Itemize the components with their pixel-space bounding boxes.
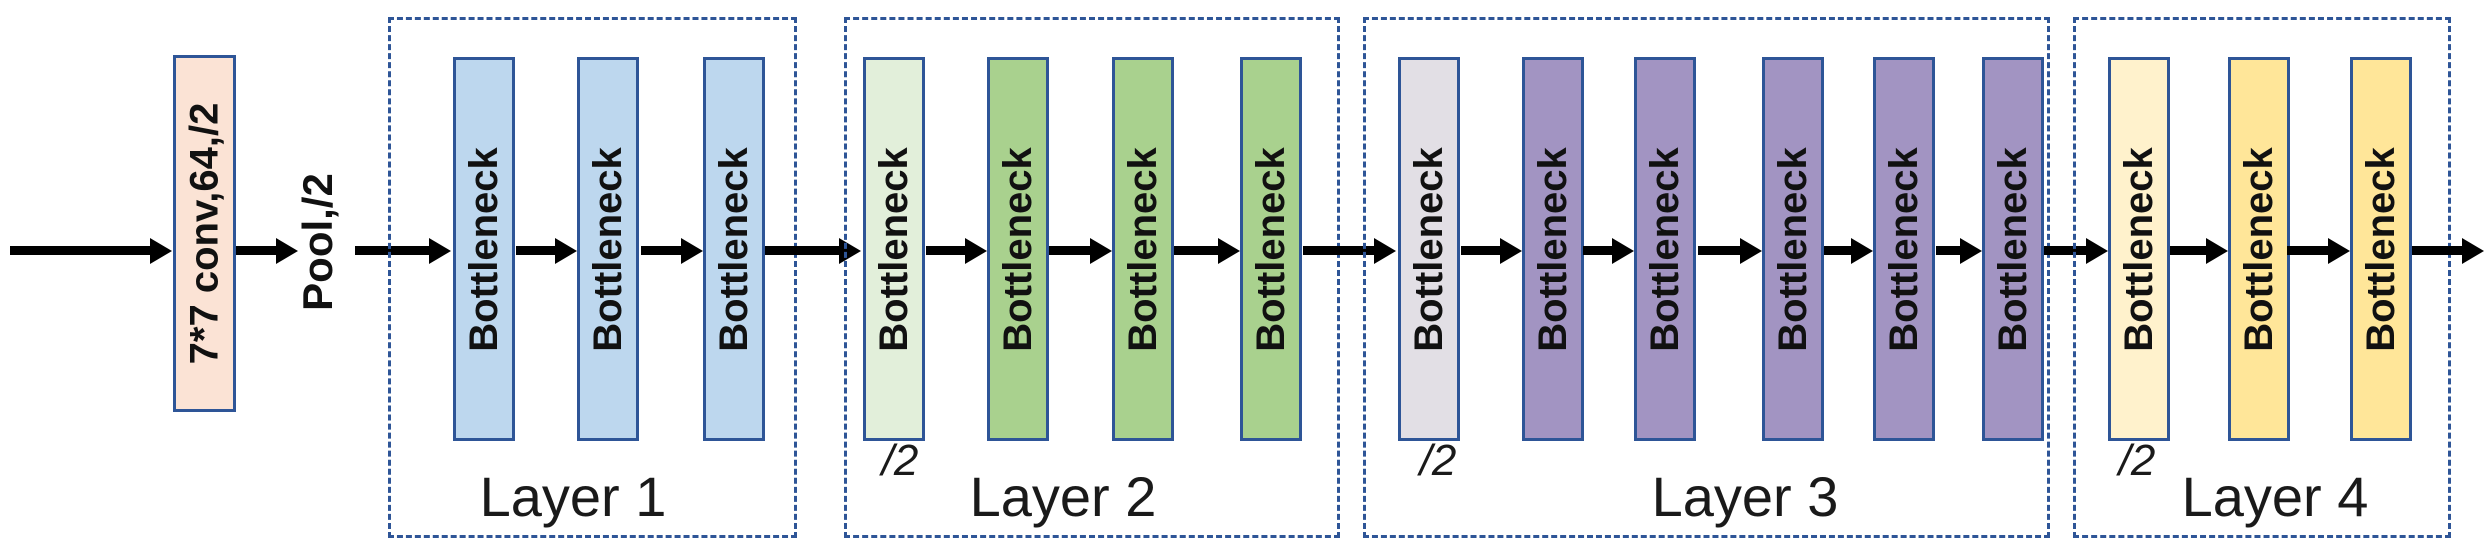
- bottleneck-label: Bottleneck: [711, 146, 756, 352]
- bottleneck-label: Bottleneck: [871, 146, 916, 352]
- layer3-stride-label: /2: [1419, 436, 1457, 485]
- flow-arrow: [2044, 246, 2086, 255]
- bottleneck-label: Bottleneck: [1881, 146, 1926, 352]
- layer2-bottleneck-block: Bottleneck: [1240, 57, 1302, 441]
- layer1-bottleneck-block: Bottleneck: [577, 57, 639, 441]
- stem-conv-label: 7*7 conv,64,/2: [182, 102, 227, 365]
- layer4-stride-label: /2: [2118, 436, 2156, 485]
- bottleneck-label: Bottleneck: [461, 146, 506, 352]
- layer2-bottleneck-block: Bottleneck: [987, 57, 1049, 441]
- flow-arrow: [926, 246, 965, 255]
- bottleneck-label: Bottleneck: [1406, 146, 1451, 352]
- layer1-bottleneck-block: Bottleneck: [453, 57, 515, 441]
- flow-arrow: [1049, 246, 1090, 255]
- flow-arrow: [1824, 246, 1851, 255]
- stem-conv-box: 7*7 conv,64,/2: [173, 55, 236, 412]
- bottleneck-label: Bottleneck: [1770, 146, 1815, 352]
- flow-arrow: [1936, 246, 1960, 255]
- bottleneck-label: Bottleneck: [995, 146, 1040, 352]
- flow-arrow: [2287, 246, 2328, 255]
- layer2-group-box: [844, 17, 1340, 538]
- bottleneck-label: Bottleneck: [1248, 146, 1293, 352]
- bottleneck-label: Bottleneck: [2358, 146, 2403, 352]
- flow-arrow: [516, 246, 555, 255]
- flow-arrow: [1461, 246, 1500, 255]
- layer4-bottleneck-block: Bottleneck: [2228, 57, 2290, 441]
- flow-arrow: [1583, 246, 1612, 255]
- flow-arrow: [2170, 246, 2206, 255]
- bottleneck-label: Bottleneck: [1120, 146, 1165, 352]
- flow-arrow: [1303, 246, 1374, 255]
- bottleneck-label: Bottleneck: [1642, 146, 1687, 352]
- stem-pool-label: Pool,/2: [294, 173, 341, 311]
- bottleneck-label: Bottleneck: [2236, 146, 2281, 352]
- layer4-bottleneck-block: Bottleneck: [2350, 57, 2412, 441]
- layer3-bottleneck-block: Bottleneck: [1982, 57, 2044, 441]
- bottleneck-label: Bottleneck: [1990, 146, 2035, 352]
- flow-arrow: [355, 246, 429, 255]
- layer4-group-box: [2073, 17, 2451, 538]
- flow-arrow: [236, 246, 276, 255]
- bottleneck-label: Bottleneck: [2116, 146, 2161, 352]
- flow-arrow-input: [10, 246, 150, 255]
- flow-arrow: [1698, 246, 1740, 255]
- layer2-label: Layer 2: [969, 465, 1157, 528]
- layer3-bottleneck-block: Bottleneck: [1762, 57, 1824, 441]
- layer1-bottleneck-block: Bottleneck: [703, 57, 765, 441]
- layer1-group-box: [388, 17, 797, 538]
- flow-arrow: [1174, 246, 1218, 255]
- layer4-bottleneck-block-downsample: Bottleneck: [2108, 57, 2170, 441]
- layer2-stride-label: /2: [881, 436, 919, 485]
- bottleneck-label: Bottleneck: [585, 146, 630, 352]
- flow-arrow: [765, 246, 839, 255]
- layer3-bottleneck-block: Bottleneck: [1873, 57, 1935, 441]
- layer3-bottleneck-block: Bottleneck: [1634, 57, 1696, 441]
- flow-arrow-output: [2412, 246, 2462, 255]
- layer4-label: Layer 4: [2181, 465, 2369, 528]
- layer1-label: Layer 1: [479, 465, 667, 528]
- layer2-bottleneck-block: Bottleneck: [1112, 57, 1174, 441]
- flow-arrow: [641, 246, 681, 255]
- layer3-label: Layer 3: [1651, 465, 1839, 528]
- bottleneck-label: Bottleneck: [1530, 146, 1575, 352]
- layer2-bottleneck-block-downsample: Bottleneck: [863, 57, 925, 441]
- layer3-bottleneck-block-downsample: Bottleneck: [1398, 57, 1460, 441]
- layer3-group-box: [1363, 17, 2050, 538]
- layer3-bottleneck-block: Bottleneck: [1522, 57, 1584, 441]
